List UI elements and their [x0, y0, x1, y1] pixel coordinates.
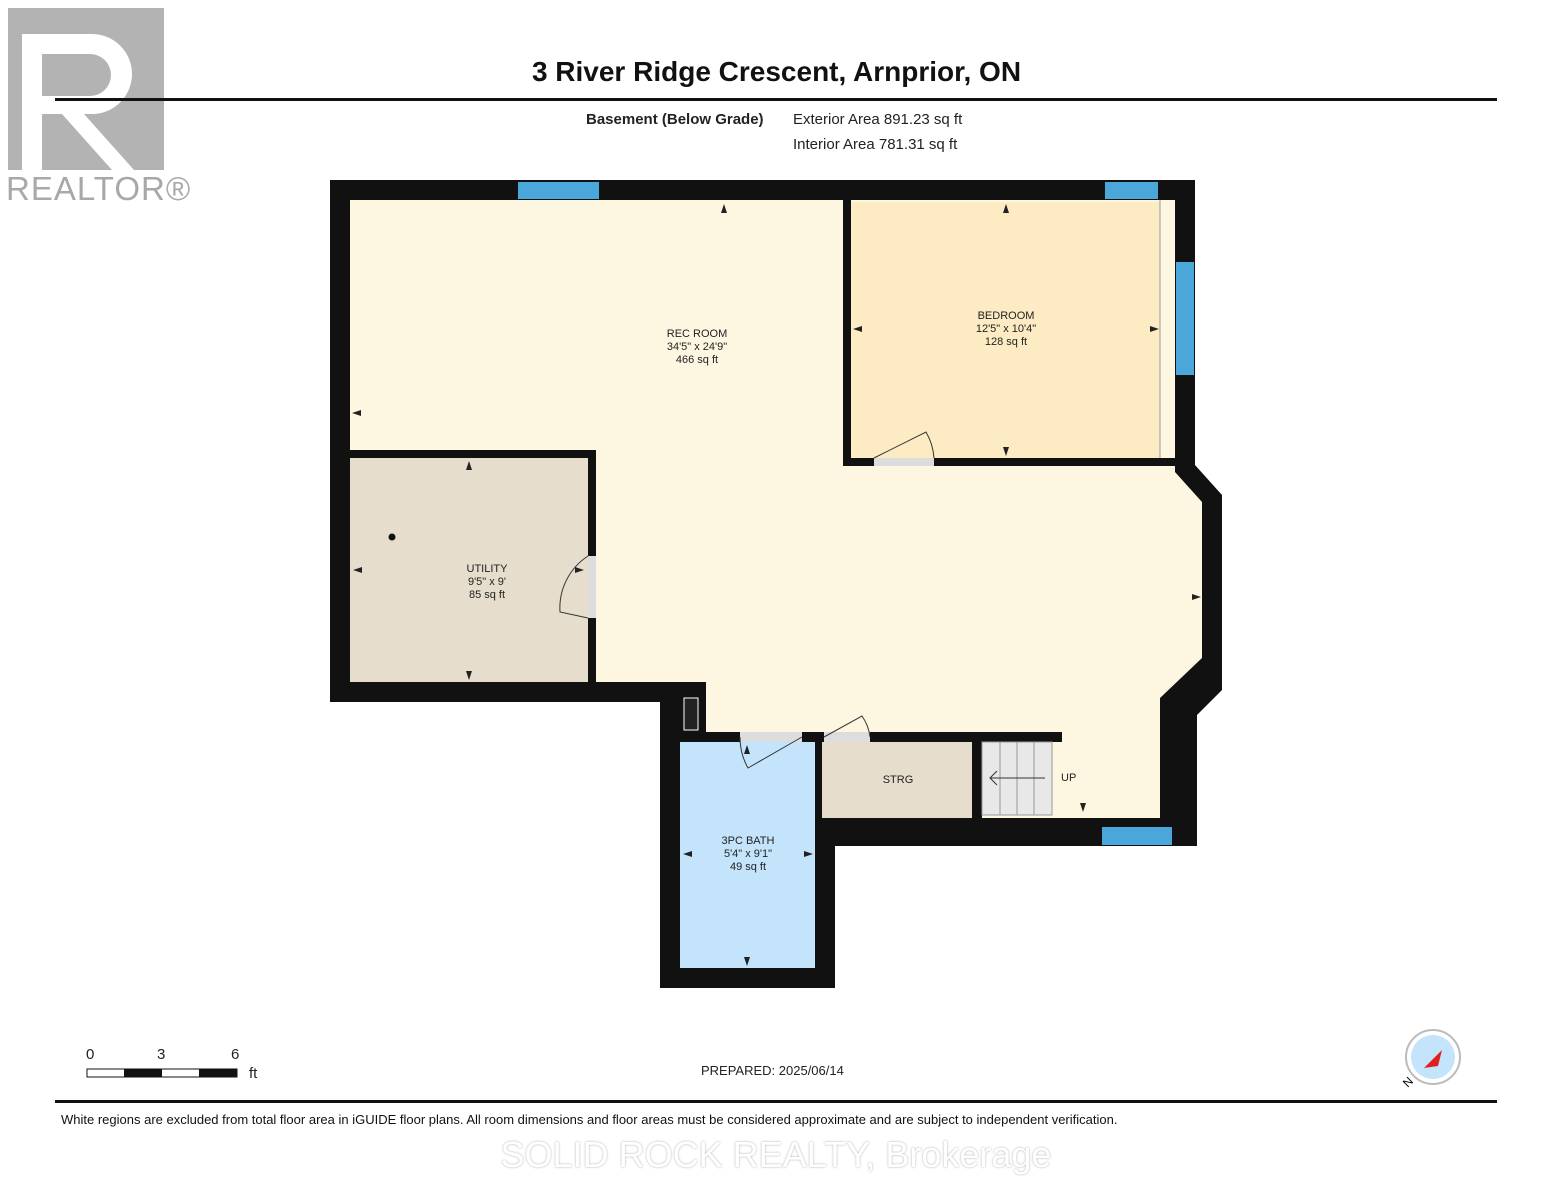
stairs-up-label: UP [1061, 772, 1077, 784]
doors [559, 431, 935, 769]
realtor-logo [8, 8, 164, 170]
exterior-area: Exterior Area 891.23 sq ft [793, 111, 963, 128]
interior-area: Interior Area 781.31 sq ft [793, 136, 958, 153]
scale-tick-3: 3 [157, 1046, 166, 1063]
footer-divider [55, 1100, 1497, 1103]
room-label-storage: STRG [882, 774, 914, 786]
scale-tick-6: 6 [231, 1046, 240, 1063]
bath-floor [680, 742, 815, 968]
bedroom-left-wall [843, 200, 851, 466]
scale-unit: ft [249, 1065, 258, 1082]
floor-plan [330, 180, 1222, 988]
windows [518, 182, 1194, 845]
utility-floor [350, 458, 588, 682]
utility-marker [388, 533, 396, 541]
prepared-date: PREPARED: 2025/06/14 [701, 1063, 844, 1078]
bedroom-bottom-wall [843, 458, 1175, 466]
scale-tick-0: 0 [86, 1046, 95, 1063]
compass-icon [1405, 1029, 1461, 1085]
realtor-r-icon [22, 34, 134, 170]
disclaimer: White regions are excluded from total fl… [61, 1112, 1118, 1127]
level-name: Basement (Below Grade) [586, 111, 764, 128]
scale-bar [86, 1068, 238, 1078]
header-divider [55, 98, 1497, 101]
stairs [981, 741, 1053, 816]
realtor-logo-text: REALTOR® [6, 170, 192, 207]
brokerage-watermark: SOLID ROCK REALTY, Brokerage [466, 1134, 1086, 1176]
page-title: 3 River Ridge Crescent, Arnprior, ON [531, 56, 1022, 87]
dimension-arrows [352, 204, 1201, 966]
storage-floor [822, 742, 972, 818]
bedroom-floor [851, 202, 1160, 458]
